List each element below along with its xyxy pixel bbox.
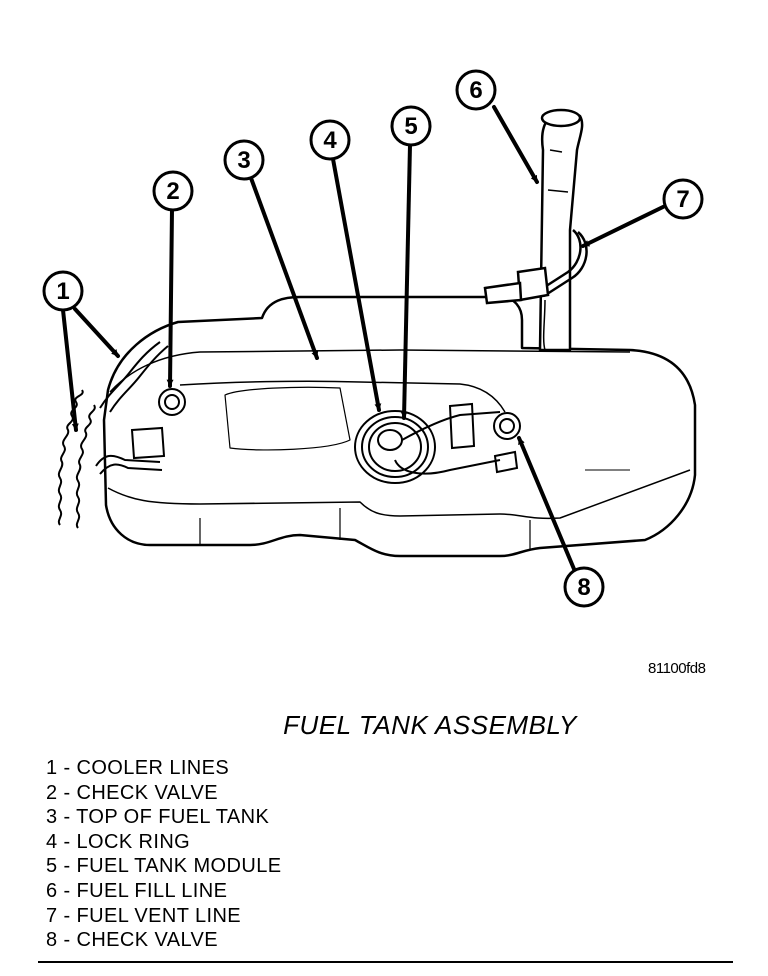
figure-code: 81100fd8 bbox=[648, 660, 706, 677]
callout-2: 2 bbox=[152, 170, 194, 212]
leader-lines bbox=[61, 105, 667, 571]
legend-list: 1 - COOLER LINES 2 - CHECK VALVE 3 - TOP… bbox=[46, 756, 281, 953]
fuel-tank-module bbox=[179, 380, 506, 475]
legend-item: 6 - FUEL FILL LINE bbox=[46, 879, 228, 902]
callout-4: 4 bbox=[309, 119, 351, 161]
svg-text:5: 5 bbox=[404, 113, 417, 140]
svg-text:3: 3 bbox=[237, 147, 250, 174]
svg-text:6: 6 bbox=[469, 77, 482, 104]
legend-item: 4 - LOCK RING bbox=[46, 830, 191, 853]
fuel-vent-line bbox=[483, 229, 588, 351]
svg-text:7: 7 bbox=[676, 186, 689, 213]
legend-item: 1 - COOLER LINES bbox=[46, 757, 230, 779]
svg-text:4: 4 bbox=[323, 127, 337, 154]
callout-3: 3 bbox=[223, 139, 265, 181]
check-valve-left bbox=[130, 388, 186, 460]
callout-1: 1 bbox=[42, 270, 84, 312]
callout-7: 7 bbox=[662, 178, 704, 220]
callout-6: 6 bbox=[455, 69, 497, 111]
caption-title: FUEL TANK ASSEMBLY bbox=[283, 710, 577, 740]
legend-item: 3 - TOP OF FUEL TANK bbox=[46, 806, 270, 829]
svg-text:2: 2 bbox=[166, 178, 179, 205]
legend-item: 2 - CHECK VALVE bbox=[46, 781, 218, 804]
fuel-fill-neck bbox=[538, 108, 584, 352]
legend-item: 8 - CHECK VALVE bbox=[46, 929, 218, 952]
legend-item: 5 - FUEL TANK MODULE bbox=[46, 855, 282, 878]
bottom-rule bbox=[38, 961, 733, 963]
svg-text:8: 8 bbox=[577, 574, 590, 601]
legend-item: 7 - FUEL VENT LINE bbox=[46, 904, 242, 927]
svg-text:1: 1 bbox=[56, 278, 69, 305]
callout-8: 8 bbox=[563, 566, 605, 608]
callout-5: 5 bbox=[390, 105, 432, 147]
